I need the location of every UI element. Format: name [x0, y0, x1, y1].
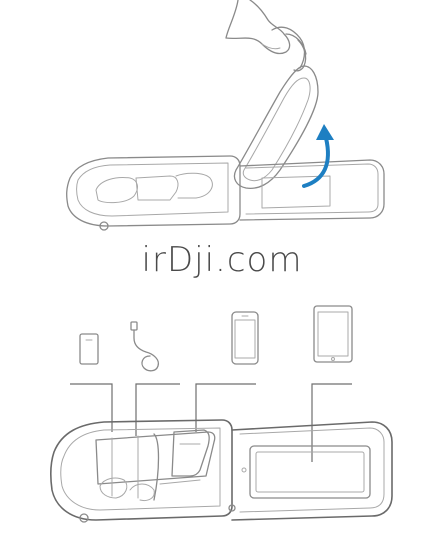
cable-icon: [130, 321, 160, 372]
callout-lines: [70, 383, 352, 462]
accessory-icons: [79, 305, 353, 372]
case-base-top: [66, 155, 385, 231]
phone-icon: [231, 311, 259, 365]
case-open-illustration: [66, 0, 385, 231]
hand-icon: [225, 0, 307, 72]
case-open-bottom: [49, 419, 393, 523]
tablet-icon: [313, 305, 353, 363]
brand-wordmark: irDji.com: [141, 240, 303, 280]
case-lid: [233, 65, 319, 190]
arrow-icon: [302, 124, 334, 188]
power-bank-icon: [79, 333, 99, 365]
